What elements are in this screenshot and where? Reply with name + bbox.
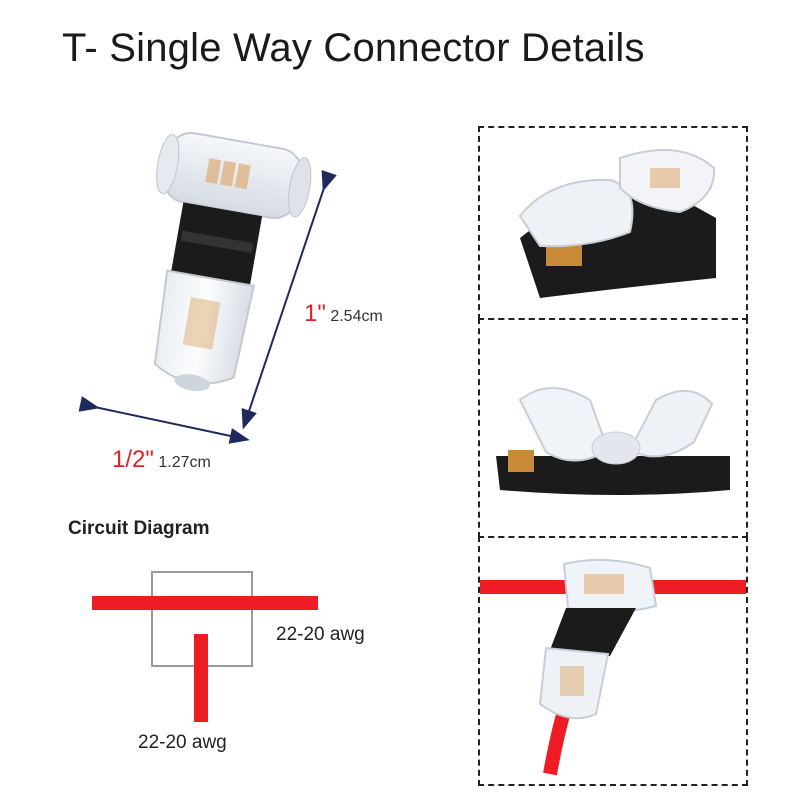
width-inch: 1/2" (112, 446, 154, 473)
tap-wire (194, 634, 208, 722)
main-wire-gauge: 22-20 awg (276, 624, 365, 645)
connector-open-photo (496, 387, 730, 495)
photo-panel-wired (478, 536, 748, 786)
main-connector (153, 132, 312, 392)
width-dimension: 1/2" 1.27cm (112, 446, 211, 474)
photo-panel-open (478, 318, 748, 538)
circuit-diagram (92, 571, 318, 722)
width-cm: 1.27cm (158, 454, 211, 471)
photo-panel-closed (478, 126, 748, 320)
length-arrow (241, 169, 337, 430)
connector-wired-photo (480, 558, 746, 776)
width-arrow (78, 396, 250, 444)
connector-closed-photo (518, 149, 716, 298)
length-dimension: 1" 2.54cm (304, 300, 383, 328)
page-title: T- Single Way Connector Details (62, 26, 645, 70)
main-wire (92, 596, 318, 610)
circuit-diagram-title: Circuit Diagram (68, 518, 210, 539)
tap-wire-gauge: 22-20 awg (138, 732, 227, 753)
length-cm: 2.54cm (330, 308, 383, 325)
length-inch: 1" (304, 300, 326, 327)
